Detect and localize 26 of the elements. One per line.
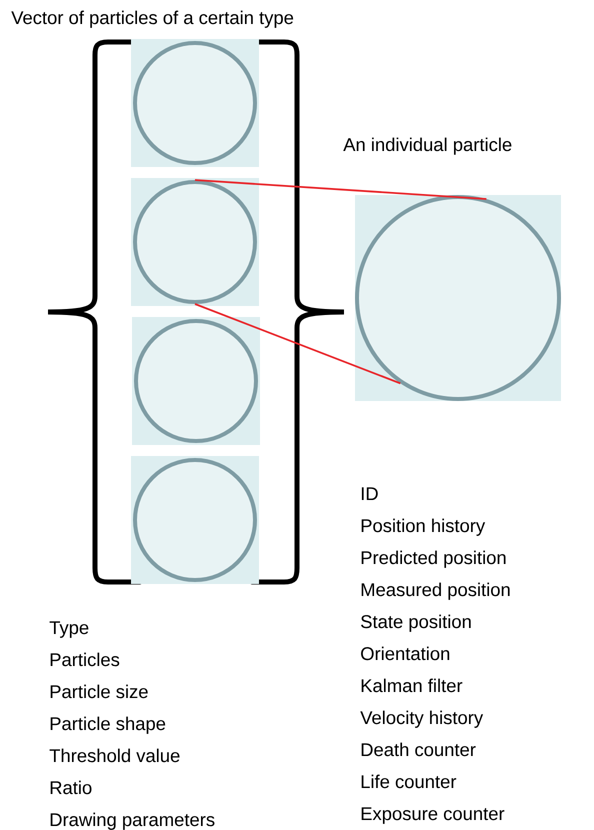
attribute-label: Exposure counter (362, 807, 504, 824)
particle-circle (134, 319, 258, 443)
attribute-label: ID (362, 487, 378, 500)
particle-label: An individual particle (343, 138, 512, 155)
attribute-label: Drawing parameters (50, 812, 214, 830)
attribute-label: Threshold value (50, 748, 180, 762)
attribute-label: Ratio (50, 780, 92, 794)
attribute-label: Type (50, 621, 88, 638)
zoom-line (194, 179, 486, 200)
attribute-label: Measured position (362, 582, 510, 600)
attribute-label: Predicted position (362, 550, 506, 568)
particle-circle (133, 41, 257, 165)
particle-circle (355, 195, 561, 401)
attribute-label: Particles (50, 652, 120, 666)
attribute-label: State position (361, 614, 471, 632)
attribute-label: Position history (362, 518, 486, 536)
attribute-label: Particle shape (50, 716, 166, 734)
particle-circle (133, 458, 257, 582)
particle-circle (133, 180, 257, 304)
heading: Vector of particles of a certain type (11, 10, 294, 28)
attribute-label: Orientation (361, 646, 450, 660)
attribute-label: Particle size (50, 684, 148, 698)
attribute-label: Death counter (362, 742, 476, 756)
attribute-label: Life counter (362, 774, 456, 788)
attribute-label: Kalman filter (362, 678, 462, 692)
attribute-label: Velocity history (360, 710, 484, 728)
